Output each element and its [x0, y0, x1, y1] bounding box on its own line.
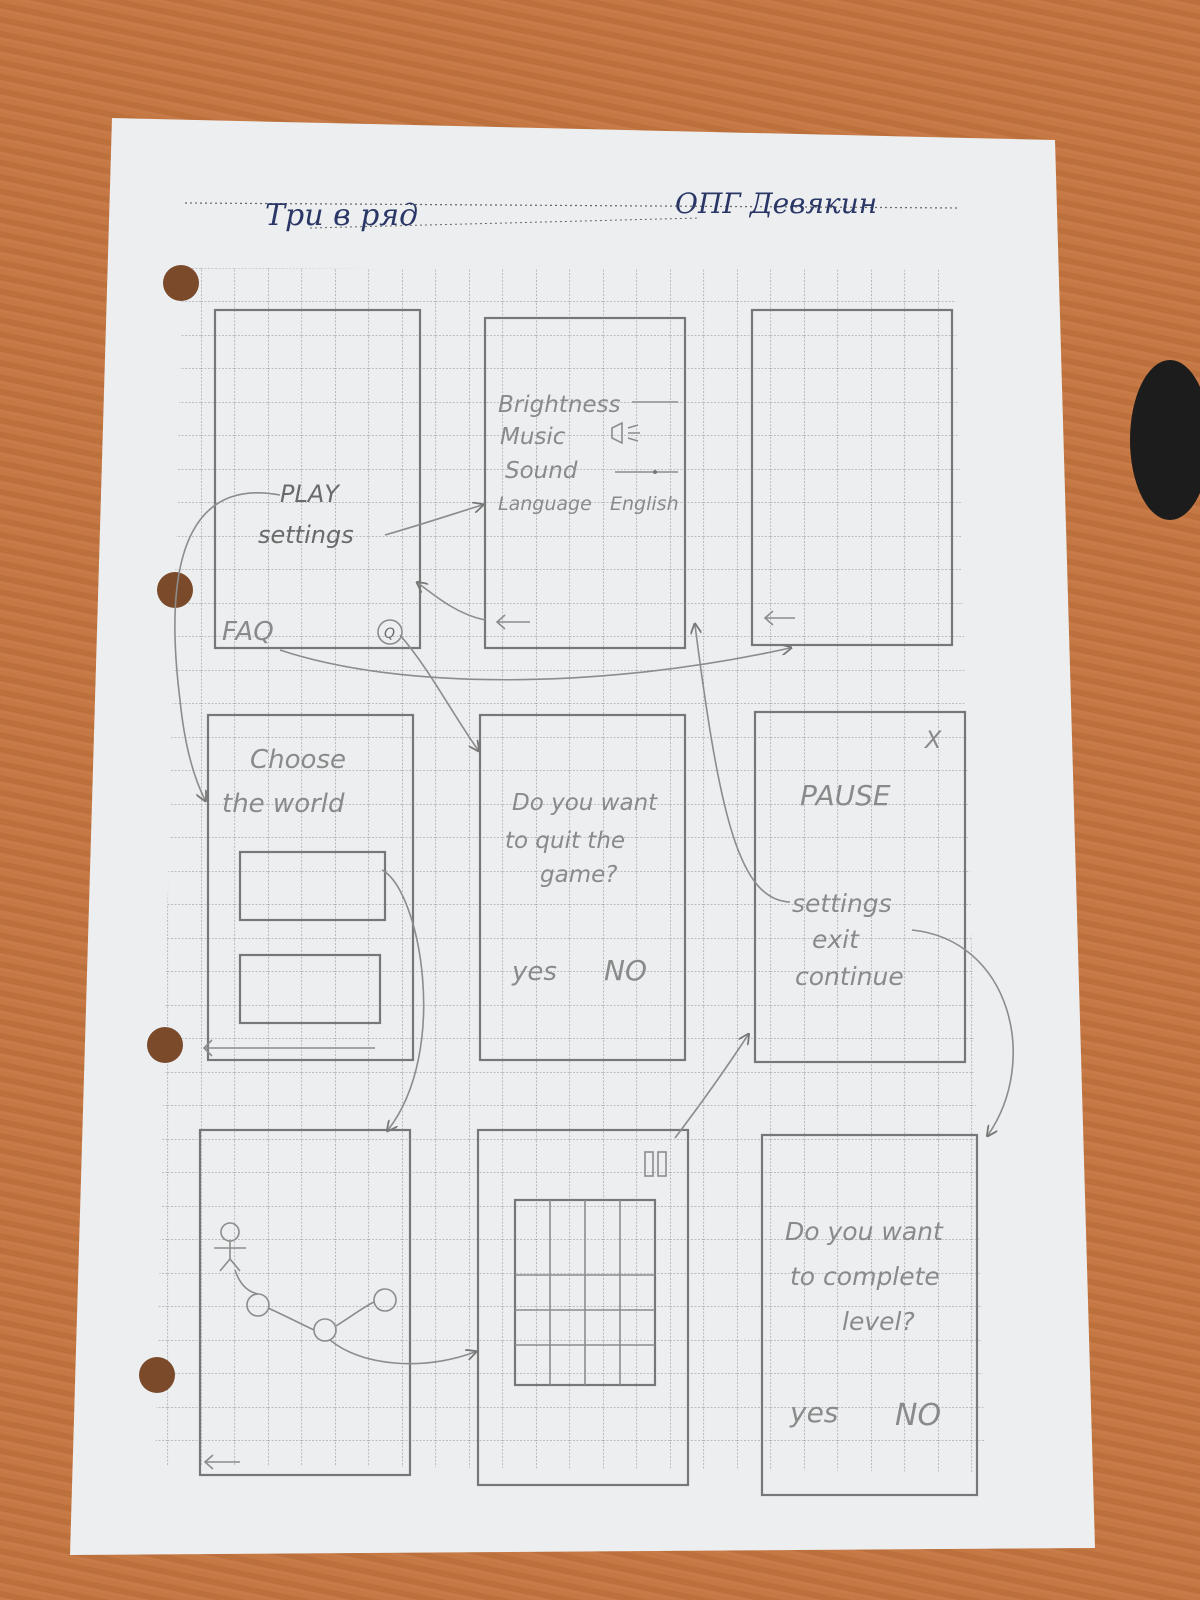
sound-label: Sound: [505, 458, 578, 484]
faq-screen: [763, 610, 795, 626]
pause-continue-item[interactable]: continue: [795, 962, 904, 991]
quit-dialog-screen: Do you want to quit the game? yes NO: [505, 790, 658, 987]
pause-exit-item[interactable]: exit: [812, 925, 860, 954]
back-arrow-icon[interactable]: [495, 614, 530, 630]
choose-label: Choose: [250, 745, 346, 775]
complete-line-1: Do you want: [785, 1217, 944, 1246]
choose-world-screen: Choose the world: [202, 745, 387, 1057]
settings-screen: Brightness Music Sound Language English: [495, 392, 679, 630]
quit-line-3: game?: [540, 862, 617, 888]
back-arrow-icon[interactable]: [203, 1454, 240, 1470]
world-card-1[interactable]: [238, 850, 387, 922]
language-value[interactable]: English: [610, 493, 679, 515]
game-board-screen: [513, 1151, 667, 1387]
complete-yes-button[interactable]: yes: [789, 1396, 838, 1429]
complete-no-button[interactable]: NO: [895, 1398, 941, 1433]
world-card-2[interactable]: [238, 953, 382, 1025]
match-three-grid[interactable]: [513, 1198, 657, 1387]
quit-line-2: to quit the: [505, 828, 625, 854]
complete-level-screen: Do you want to complete level? yes NO: [785, 1217, 944, 1433]
header-title: Три в ряд: [265, 198, 418, 233]
main-menu-screen: PLAY settings FAQ Q: [222, 480, 403, 647]
the-world-label: the world: [222, 789, 345, 819]
flow-arrows: [174, 492, 1014, 1365]
faq-label[interactable]: FAQ: [222, 617, 274, 647]
quit-line-1: Do you want: [512, 790, 658, 816]
complete-line-3: level?: [842, 1307, 915, 1336]
quit-icon[interactable]: [377, 619, 403, 645]
music-speaker-icon[interactable]: [611, 421, 640, 445]
play-label[interactable]: PLAY: [280, 480, 341, 508]
quit-no-button[interactable]: NO: [604, 954, 647, 987]
graph-grid: [155, 268, 985, 1472]
language-label: Language: [498, 493, 592, 515]
svg-text:Q: Q: [384, 626, 395, 642]
pause-settings-item[interactable]: settings: [792, 889, 892, 918]
back-arrow-icon[interactable]: [202, 1039, 375, 1057]
level-map-screen: [203, 1222, 397, 1470]
dark-object: [1130, 360, 1200, 520]
complete-line-2: to complete: [790, 1262, 940, 1291]
header-author: ОПГ Девякин: [675, 187, 877, 220]
character-icon: [214, 1222, 246, 1272]
screen-frames: [198, 308, 979, 1497]
pause-screen: X PAUSE settings exit continue: [792, 726, 942, 991]
settings-label[interactable]: settings: [258, 521, 354, 549]
back-arrow-icon[interactable]: [763, 610, 795, 626]
close-icon[interactable]: X: [923, 726, 942, 754]
music-label: Music: [500, 424, 566, 450]
quit-yes-button[interactable]: yes: [511, 957, 557, 987]
level-node-3[interactable]: [373, 1288, 397, 1312]
binder-holes: [139, 265, 199, 1393]
brightness-label: Brightness: [498, 392, 621, 418]
pause-icon[interactable]: [644, 1151, 654, 1177]
pause-title: PAUSE: [800, 779, 891, 812]
